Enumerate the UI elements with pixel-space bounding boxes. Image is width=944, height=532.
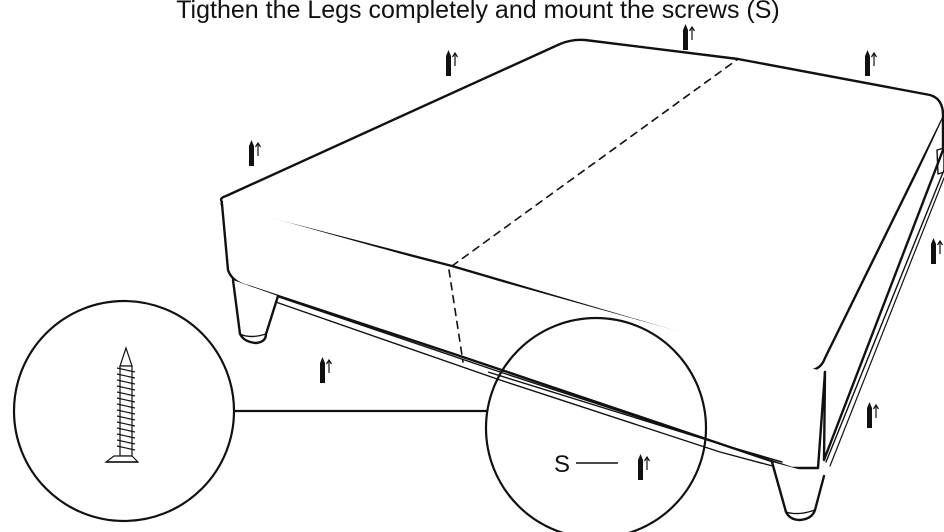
zoom-circle-left	[12, 299, 236, 523]
screw-up-arrow-icon	[864, 49, 878, 77]
screw-callout: S	[554, 451, 651, 481]
screw-up-arrow-icon	[445, 49, 459, 77]
part-label-s: S	[554, 451, 570, 478]
zoom-circle-right	[484, 316, 708, 532]
screw-up-arrow-icon	[637, 453, 651, 481]
instruction-caption: Tigthen the Legs completely and mount th…	[176, 0, 780, 24]
screw-up-arrow-icon	[866, 401, 880, 429]
bed-edge-detail	[487, 371, 783, 463]
screw-icon	[104, 346, 140, 463]
screw-up-arrow-icon	[319, 356, 333, 384]
bed-base-illustration	[219, 38, 944, 522]
screw-up-arrow-icon	[682, 23, 696, 51]
screw-up-arrow-icon	[248, 139, 262, 167]
screw-up-arrow-icon	[930, 237, 944, 265]
